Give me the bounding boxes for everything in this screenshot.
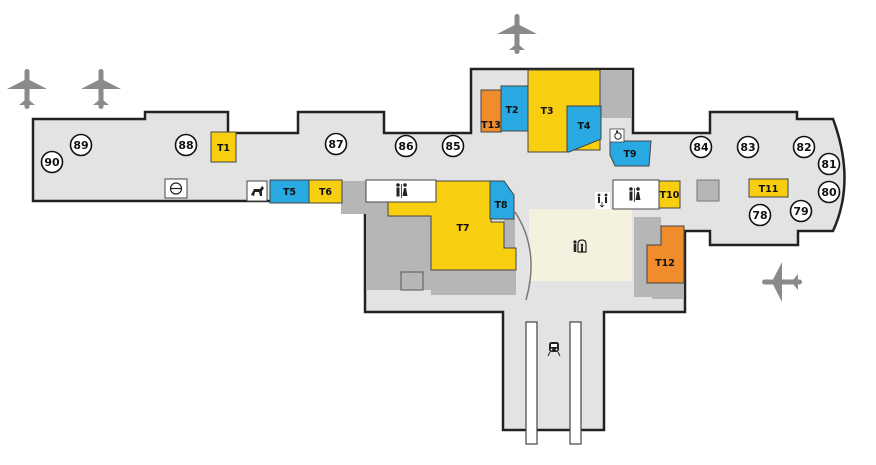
walkway	[569, 321, 582, 445]
shop-label: T9	[623, 149, 636, 160]
shop-t6[interactable]	[308, 179, 343, 204]
airplane-icon	[81, 69, 121, 109]
shop-label: T1	[217, 143, 230, 154]
shop-t11[interactable]	[748, 178, 789, 198]
gray-block	[400, 271, 424, 291]
gate-82[interactable]: 82	[792, 135, 816, 159]
svg-text:86: 86	[398, 140, 414, 153]
airplane-icon	[497, 14, 537, 54]
family-restroom-icon	[595, 192, 610, 209]
gate-81[interactable]: 81	[817, 152, 841, 176]
shop-label: T5	[283, 187, 296, 198]
svg-text:90: 90	[44, 156, 60, 169]
shop-t13[interactable]	[480, 89, 502, 133]
svg-text:78: 78	[752, 209, 767, 222]
atm-icon	[164, 178, 188, 199]
restroom-icon	[612, 179, 660, 210]
airplane-icon	[762, 262, 802, 302]
central-plaza	[529, 209, 632, 281]
shop-t9[interactable]	[609, 140, 652, 167]
gate-86[interactable]: 86	[394, 134, 418, 158]
svg-text:79: 79	[793, 205, 808, 218]
gray-block	[504, 218, 515, 248]
accessible-icon	[609, 128, 625, 143]
gray-block	[652, 283, 684, 299]
svg-text:83: 83	[740, 141, 755, 154]
gate-89[interactable]: 89	[69, 133, 93, 157]
airplane-icon	[7, 69, 47, 109]
gray-block	[696, 179, 720, 202]
shop-label: T11	[759, 184, 779, 195]
svg-text:82: 82	[796, 141, 811, 154]
shop-t12[interactable]	[646, 225, 685, 284]
shop-t8[interactable]	[489, 180, 515, 220]
shop-t1[interactable]	[210, 131, 237, 163]
shop-label: T4	[577, 121, 590, 132]
escalator-curve	[514, 211, 532, 301]
gate-90[interactable]: 90	[40, 150, 64, 174]
shop-label: T3	[540, 106, 553, 117]
shop-label: T10	[660, 190, 680, 201]
svg-text:85: 85	[445, 140, 460, 153]
svg-text:80: 80	[821, 186, 837, 199]
svg-text:89: 89	[73, 139, 88, 152]
gate-85[interactable]: 85	[441, 134, 465, 158]
shop-label: T6	[319, 187, 332, 198]
gate-80[interactable]: 80	[817, 180, 841, 204]
gray-block	[341, 181, 366, 214]
gate-88[interactable]: 88	[174, 133, 198, 157]
svg-text:87: 87	[328, 138, 343, 151]
gate-78[interactable]: 78	[748, 203, 772, 227]
svg-text:81: 81	[821, 158, 836, 171]
gate-83[interactable]: 83	[736, 135, 760, 159]
svg-text:84: 84	[693, 141, 709, 154]
restroom-icon	[365, 179, 437, 203]
gray-block	[600, 70, 632, 118]
shop-label: T12	[655, 258, 675, 269]
shop-label: T8	[494, 200, 507, 211]
gate-79[interactable]: 79	[789, 199, 813, 223]
gate-84[interactable]: 84	[689, 135, 713, 159]
gate-87[interactable]: 87	[324, 132, 348, 156]
shop-t4[interactable]	[566, 105, 602, 153]
shop-label: T7	[456, 223, 469, 234]
svg-text:88: 88	[178, 139, 193, 152]
pet-relief-icon	[246, 180, 268, 202]
shop-label: T13	[481, 120, 501, 131]
elevator-icon	[573, 239, 587, 253]
walkway	[525, 321, 538, 445]
shop-label: T2	[505, 105, 518, 116]
train-icon	[547, 342, 561, 357]
gray-block	[431, 270, 516, 295]
